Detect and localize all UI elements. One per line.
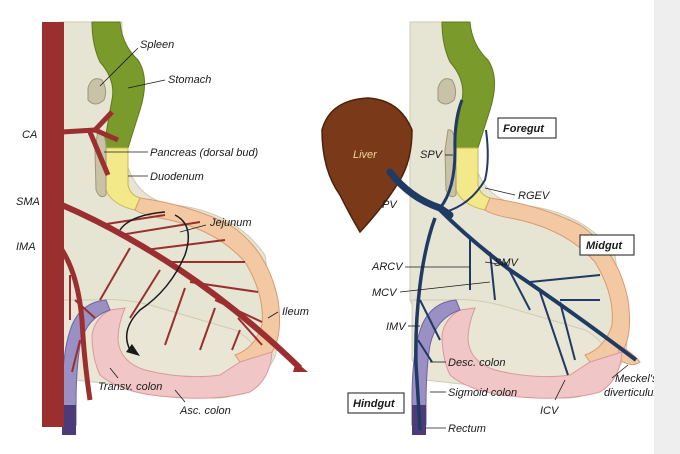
label-imv: IMV (386, 321, 407, 333)
left-rotation-arrowhead (126, 344, 140, 356)
label-arcv: ARCV (371, 261, 404, 273)
label-spleen: Spleen (140, 39, 174, 51)
leader-asc-colon (174, 389, 186, 403)
left-colon (91, 307, 273, 399)
right-imv (414, 217, 437, 431)
left-rectum (62, 405, 76, 435)
left-ima-branches (69, 275, 96, 373)
label-mcv: MCV (372, 287, 398, 299)
right-spleen (437, 78, 457, 105)
label-desc-colon: Desc. colon (448, 357, 505, 369)
label-jejunum: Jejunum (209, 217, 252, 229)
label-duodenum: Duodenum (150, 171, 204, 183)
left-rotation-arrow-top (119, 211, 166, 231)
label-ileum: Ileum (282, 306, 309, 318)
right-smv (438, 208, 638, 362)
left-rotation-arrow (125, 214, 190, 351)
left-sma-arrowhead (293, 362, 308, 372)
leader-smv (484, 261, 506, 266)
left-panel: Spleen Stomach CA Pancreas (dorsal bud) … (16, 21, 309, 435)
label-pancreas: Pancreas (dorsal bud) (150, 147, 259, 159)
label-meckels-line1: Meckel's (615, 373, 658, 385)
label-asc-colon: Asc. colon (179, 405, 231, 417)
left-ima (59, 248, 93, 401)
right-imv-branches (417, 299, 441, 363)
right-panel: Foregut Midgut Hindgut Liver SPV PV RGEV… (321, 21, 663, 435)
leader-transv-colon (109, 367, 119, 379)
leader-ileum (267, 311, 279, 319)
right-liver (321, 97, 413, 234)
left-midgut-loop (134, 197, 280, 365)
leader-mcv (399, 281, 491, 293)
right-spv (438, 99, 464, 209)
label-meckels-line2: diverticulum (604, 387, 663, 399)
label-pv: PV (382, 199, 398, 211)
label-ca: CA (22, 129, 37, 141)
leader-spleen (99, 47, 139, 87)
right-smv-branches (469, 238, 601, 376)
label-rectum: Rectum (448, 423, 486, 435)
left-sma (60, 202, 303, 371)
left-celiac-artery (61, 110, 119, 176)
label-midgut: Midgut (586, 240, 623, 252)
right-portal-vein (386, 168, 454, 219)
label-ima: IMA (16, 241, 36, 253)
foregut-box (497, 117, 557, 139)
leader-jejunum (179, 224, 207, 233)
hindgut-box (347, 392, 405, 414)
label-rgev: RGEV (518, 190, 551, 202)
label-hindgut: Hindgut (353, 398, 396, 410)
leader-stomach (127, 79, 166, 89)
right-rgev (444, 129, 489, 213)
midgut-box (579, 234, 635, 256)
leader-icv (554, 379, 566, 401)
right-edge-gutter (654, 0, 680, 454)
left-aorta (42, 22, 64, 427)
label-liver: Liver (353, 149, 378, 161)
label-smv: SMV (494, 257, 520, 269)
label-transv-colon: Transv. colon (98, 381, 162, 393)
label-spv: SPV (420, 149, 444, 161)
label-sma: SMA (16, 196, 40, 208)
left-spleen (87, 78, 107, 105)
right-colon (441, 307, 623, 399)
label-stomach: Stomach (168, 74, 211, 86)
leader-meckels (611, 364, 629, 379)
label-foregut: Foregut (503, 123, 545, 135)
label-icv: ICV (540, 405, 560, 417)
leader-rgev (484, 187, 516, 196)
label-sigmoid-colon: Sigmoid colon (448, 387, 517, 399)
